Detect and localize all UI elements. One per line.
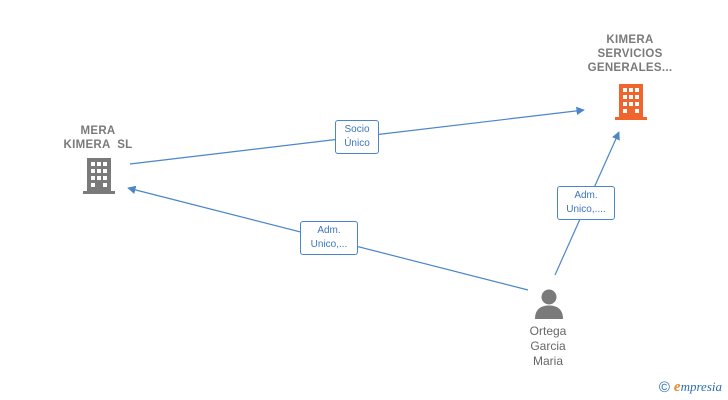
copyright-icon: © (658, 379, 670, 396)
node-label-line: SERVICIOS (597, 48, 663, 60)
edge-label-adm-left[interactable]: Adm. Unico,... (300, 221, 358, 255)
node-mera-kimera-label[interactable]: MERA KIMERA SL (48, 124, 148, 152)
empresia-watermark: © empresia (659, 379, 722, 396)
person-label-line: Ortega (529, 324, 567, 338)
person-label-line: Garcia (530, 339, 566, 353)
person-label-line: Maria (532, 354, 563, 368)
edge-label-line: Adm. (574, 190, 598, 201)
edge-label-line: Unico,... (310, 239, 348, 250)
node-kimera-servicios-label[interactable]: KIMERA SERVICIOS GENERALES... (570, 33, 690, 75)
edge-label-line: Único (344, 138, 370, 149)
brand-logo: empresia (673, 379, 722, 395)
edge-label-socio[interactable]: Socio Único (335, 120, 379, 154)
building-icon[interactable] (83, 158, 115, 194)
node-label-line: GENERALES... (587, 62, 673, 74)
node-label-line: MERA (80, 125, 116, 137)
node-label-line: KIMERA (606, 34, 654, 46)
person-icon[interactable] (534, 288, 564, 320)
node-label-line: KIMERA SL (63, 139, 133, 151)
building-icon[interactable] (615, 84, 647, 120)
edge-label-line: Socio (344, 124, 370, 135)
edge-label-line: Unico,.... (566, 204, 606, 215)
edge-label-line: Adm. (317, 225, 341, 236)
node-ortega-label[interactable]: Ortega Garcia Maria (508, 324, 588, 369)
edge-label-adm-right[interactable]: Adm. Unico,.... (557, 186, 615, 220)
